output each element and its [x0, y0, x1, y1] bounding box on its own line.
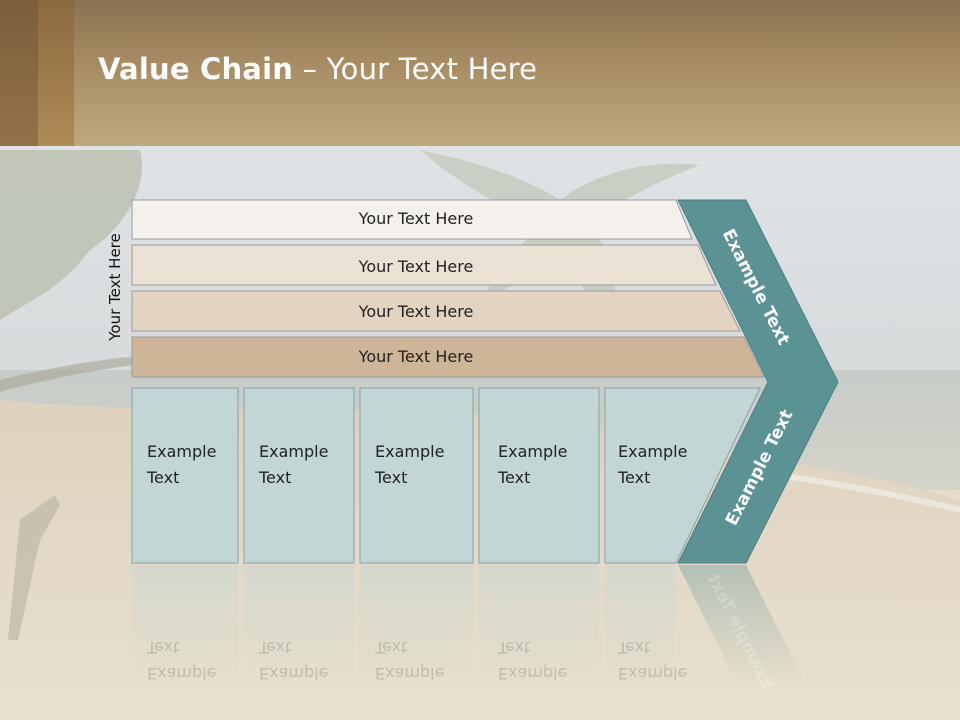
- box-text-line: Text: [498, 468, 531, 487]
- box-text-line: Text: [147, 468, 180, 487]
- support-row-2[interactable]: [131, 244, 717, 286]
- primary-box-3[interactable]: [359, 387, 474, 564]
- support-row-4-text: Your Text Here: [358, 347, 474, 366]
- support-row-3[interactable]: [131, 290, 741, 332]
- box-text-line: Text: [618, 468, 651, 487]
- side-label[interactable]: Your Text Here: [106, 233, 124, 341]
- support-row-3-text: Your Text Here: [358, 302, 474, 321]
- header-accent-bar: [0, 0, 38, 146]
- primary-box-2[interactable]: [243, 387, 355, 564]
- box-text-line: Example: [618, 442, 688, 461]
- primary-box-4[interactable]: [478, 387, 600, 564]
- slide-title[interactable]: Value Chain – Your Text Here: [98, 52, 537, 86]
- box-reflection: [360, 565, 473, 685]
- margin-chevron[interactable]: [677, 199, 839, 564]
- box-text-line: Example: [375, 442, 445, 461]
- support-row-1-text: Your Text Here: [358, 209, 474, 228]
- support-row-1[interactable]: [131, 199, 693, 240]
- header-band: Value Chain – Your Text Here: [0, 0, 960, 146]
- box-reflection: [479, 565, 599, 685]
- primary-box-1[interactable]: [131, 387, 239, 564]
- support-row-4[interactable]: [131, 336, 765, 378]
- box-reflection: [605, 565, 675, 685]
- header-accent-bar: [38, 0, 74, 146]
- box-reflection: [132, 565, 238, 685]
- box-text-line: Example: [147, 442, 217, 461]
- box-text-line: Example: [259, 442, 329, 461]
- title-bold: Value Chain: [98, 52, 294, 86]
- box-text-line: Example: [498, 442, 568, 461]
- primary-box-5[interactable]: [604, 387, 761, 564]
- chevron-reflection: [678, 565, 806, 685]
- support-row-2-text: Your Text Here: [358, 257, 474, 276]
- box-reflection: [244, 565, 354, 685]
- box-text-line: Text: [259, 468, 292, 487]
- title-rest: – Your Text Here: [293, 52, 538, 86]
- box-text-line: Text: [375, 468, 408, 487]
